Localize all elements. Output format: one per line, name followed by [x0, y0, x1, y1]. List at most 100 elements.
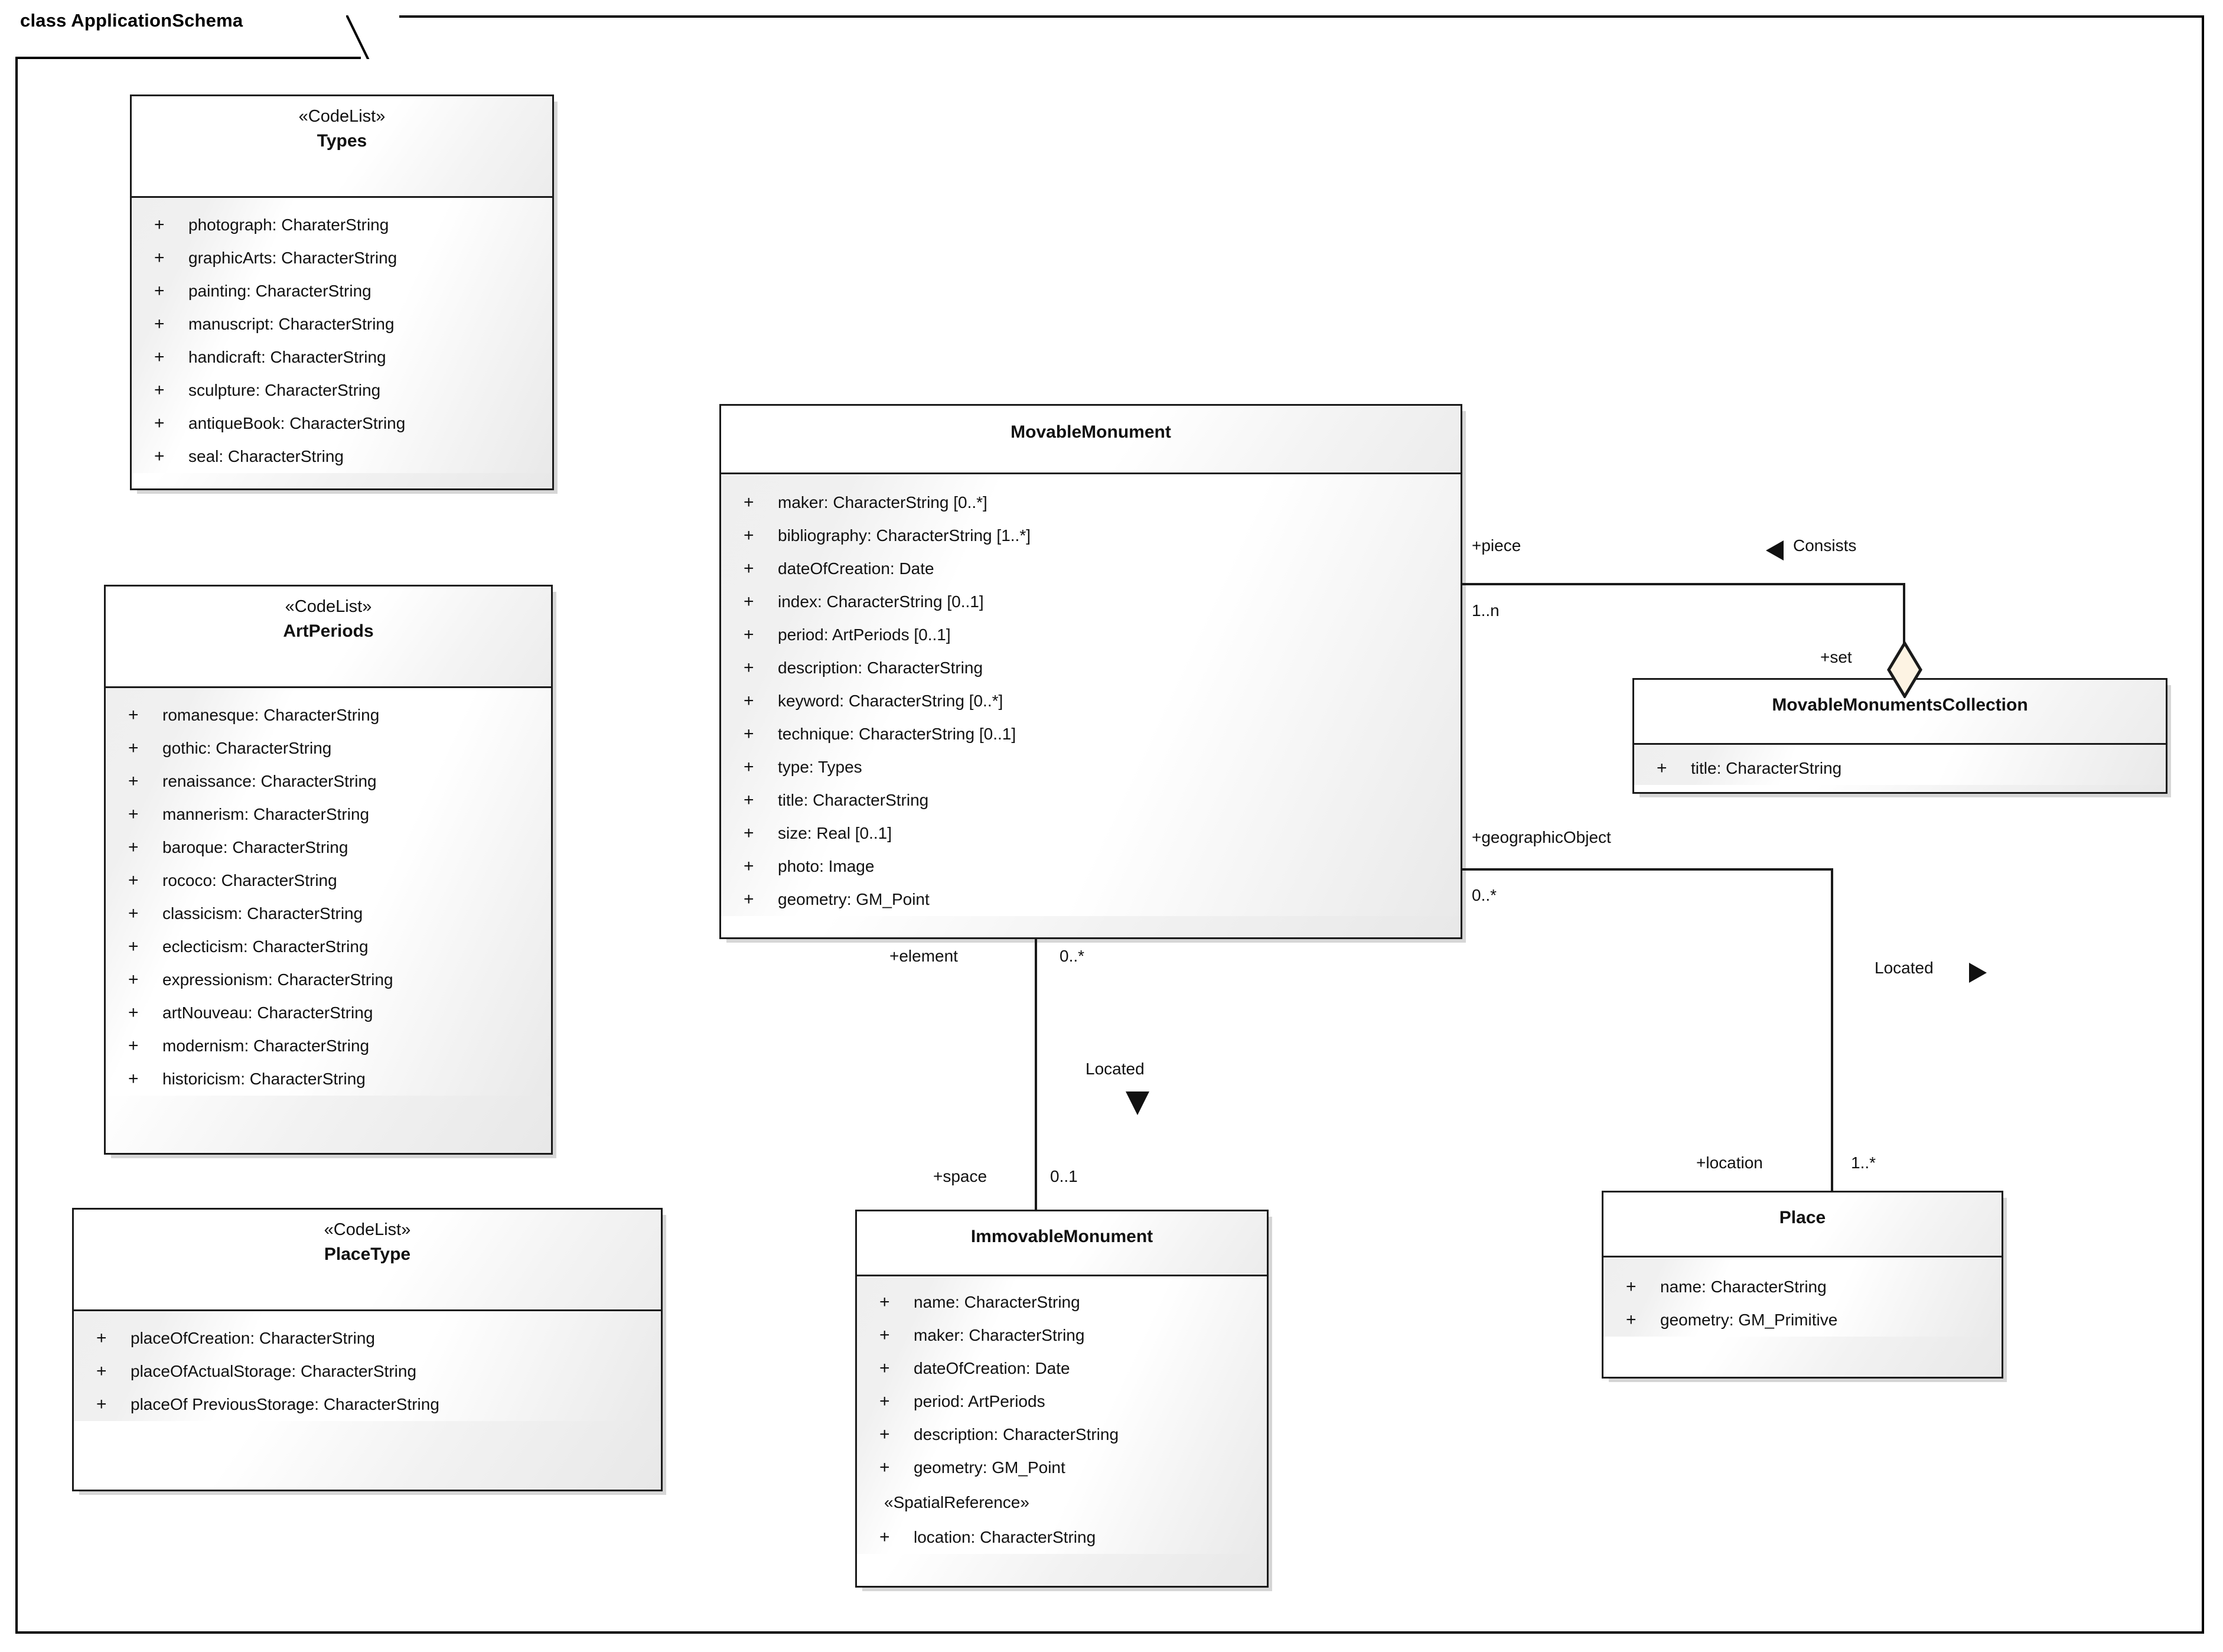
attribute-row: + expressionism: CharacterString [106, 963, 551, 996]
association-role-piece: +piece [1472, 536, 1521, 555]
visibility-marker: + [154, 248, 165, 268]
visibility-marker: + [154, 215, 165, 234]
attribute-row: + mannerism: CharacterString [106, 798, 551, 831]
diagram-frame-tab [15, 15, 399, 59]
class-box-artperiods[interactable]: «CodeList» ArtPeriods + romanesque: Char… [104, 585, 553, 1155]
association-multiplicity-source-consists: 1..n [1472, 601, 1500, 620]
class-attributes-immovablemonument: + name: CharacterString + maker: Charact… [857, 1276, 1267, 1554]
association-multiplicity-target-located-immovable: 0..1 [1050, 1167, 1078, 1185]
class-stereotype-types: «CodeList» [298, 107, 386, 126]
attribute-row: + artNouveau: CharacterString [106, 996, 551, 1029]
visibility-marker: + [154, 347, 165, 367]
visibility-marker: + [154, 413, 165, 433]
attribute-text: maker: CharacterString [0..*] [778, 493, 987, 511]
visibility-marker: + [744, 856, 754, 876]
visibility-marker: + [128, 1036, 139, 1055]
visibility-marker: + [879, 1425, 890, 1444]
attribute-row: + title: CharacterString [721, 784, 1461, 817]
diagram-frame-tab-body [15, 15, 361, 59]
class-name-types: Types [317, 131, 367, 151]
attribute-row: + location: CharacterString [857, 1521, 1267, 1554]
visibility-marker: + [128, 838, 139, 857]
class-name-movablemonumentscollection: MovableMonumentsCollection [1772, 695, 2028, 715]
attribute-text: placeOfCreation: CharacterString [131, 1329, 375, 1347]
attribute-text: antiqueBook: CharacterString [188, 414, 406, 432]
attribute-row: + photograph: CharaterString [132, 208, 552, 242]
attribute-row: + placeOf PreviousStorage: CharacterStri… [74, 1388, 661, 1421]
class-box-placetype[interactable]: «CodeList» PlaceType + placeOfCreation: … [72, 1208, 663, 1491]
visibility-marker: + [96, 1328, 107, 1348]
attribute-stereotype-row: «SpatialReference» [857, 1484, 1267, 1521]
class-header-movablemonument: MovableMonument [721, 406, 1461, 474]
class-box-movablemonument[interactable]: MovableMonument + maker: CharacterString… [719, 404, 1462, 939]
visibility-marker: + [744, 724, 754, 744]
attribute-row: + photo: Image [721, 850, 1461, 883]
connector-consists-vertical [1903, 583, 1905, 647]
attribute-text: seal: CharacterString [188, 447, 344, 465]
visibility-marker: + [744, 658, 754, 677]
association-role-space: +space [933, 1167, 987, 1185]
attribute-text: modernism: CharacterString [162, 1037, 370, 1055]
attribute-text: rococo: CharacterString [162, 871, 337, 889]
connector-located-immovable-vertical [1035, 939, 1037, 1210]
attribute-row: + dateOfCreation: Date [857, 1352, 1267, 1385]
attribute-row: + sculpture: CharacterString [132, 374, 552, 407]
visibility-marker: + [744, 625, 754, 644]
attribute-row: + name: CharacterString [1603, 1270, 2002, 1304]
class-attributes-placetype: + placeOfCreation: CharacterString + pla… [74, 1311, 661, 1421]
visibility-marker: + [128, 871, 139, 890]
attribute-row: + geometry: GM_Primitive [1603, 1304, 2002, 1337]
visibility-marker: + [128, 738, 139, 758]
attribute-row: + placeOfCreation: CharacterString [74, 1322, 661, 1355]
attribute-row: + antiqueBook: CharacterString [132, 407, 552, 440]
attribute-text: baroque: CharacterString [162, 838, 348, 856]
visibility-marker: + [879, 1458, 890, 1477]
association-direction-arrow-right-icon [1969, 963, 1987, 983]
attribute-row: + manuscript: CharacterString [132, 308, 552, 341]
visibility-marker: + [1657, 758, 1667, 778]
association-direction-arrow-down-icon [1126, 1091, 1149, 1115]
attribute-text: bibliography: CharacterString [1..*] [778, 526, 1031, 545]
attribute-text: name: CharacterString [1660, 1278, 1827, 1296]
visibility-marker: + [879, 1527, 890, 1547]
connector-located-place-vertical [1831, 868, 1833, 1192]
visibility-marker: + [154, 447, 165, 466]
attribute-row: + name: CharacterString [857, 1286, 1267, 1319]
attribute-row: + eclecticism: CharacterString [106, 930, 551, 963]
attribute-text: period: ArtPeriods [914, 1392, 1045, 1410]
visibility-marker: + [128, 904, 139, 923]
aggregation-diamond-icon [1886, 641, 1923, 698]
association-name-located-immovable: Located [1086, 1060, 1145, 1078]
association-multiplicity-target-located-place: 1..* [1851, 1154, 1876, 1172]
association-name-consists: Consists [1793, 536, 1857, 555]
attribute-row: + geometry: GM_Point [857, 1451, 1267, 1484]
attribute-row: + technique: CharacterString [0..1] [721, 718, 1461, 751]
class-box-place[interactable]: Place + name: CharacterString + geometry… [1602, 1191, 2003, 1379]
visibility-marker: + [744, 592, 754, 611]
attribute-text: type: Types [778, 758, 862, 776]
attribute-text: romanesque: CharacterString [162, 706, 380, 724]
attribute-row: + rococo: CharacterString [106, 864, 551, 897]
attribute-row: + baroque: CharacterString [106, 831, 551, 864]
visibility-marker: + [96, 1394, 107, 1414]
class-name-place: Place [1779, 1208, 1826, 1227]
class-box-immovablemonument[interactable]: ImmovableMonument + name: CharacterStrin… [855, 1210, 1269, 1588]
class-stereotype-artperiods: «CodeList» [285, 597, 372, 616]
attribute-text: geometry: GM_Point [778, 890, 930, 908]
attribute-text: eclecticism: CharacterString [162, 937, 369, 956]
class-attributes-types: + photograph: CharaterString + graphicAr… [132, 198, 552, 473]
attribute-row: + placeOfActualStorage: CharacterString [74, 1355, 661, 1388]
class-box-types[interactable]: «CodeList» Types + photograph: CharaterS… [130, 95, 554, 490]
attribute-text: «SpatialReference» [884, 1493, 1029, 1511]
attribute-row: + seal: CharacterString [132, 440, 552, 473]
attribute-row: + classicism: CharacterString [106, 897, 551, 930]
attribute-text: renaissance: CharacterString [162, 772, 377, 790]
attribute-text: index: CharacterString [0..1] [778, 592, 984, 611]
attribute-row: + handicraft: CharacterString [132, 341, 552, 374]
visibility-marker: + [744, 823, 754, 843]
attribute-text: dateOfCreation: Date [914, 1359, 1070, 1377]
attribute-text: period: ArtPeriods [0..1] [778, 625, 951, 644]
association-multiplicity-source-located-place: 0..* [1472, 886, 1497, 904]
visibility-marker: + [744, 691, 754, 711]
association-role-element: +element [889, 947, 958, 965]
